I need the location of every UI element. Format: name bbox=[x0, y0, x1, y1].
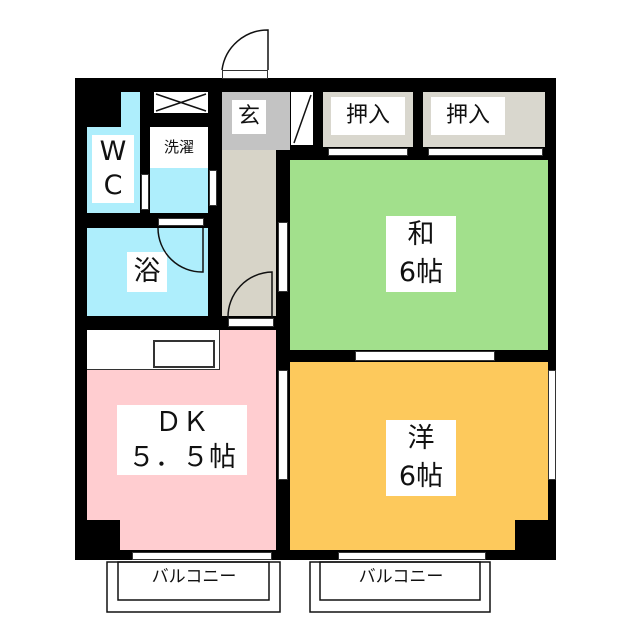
washitsu-label-line1: 和 bbox=[407, 219, 435, 250]
shoe-cabinet-diagonal bbox=[293, 94, 312, 144]
window bbox=[278, 370, 288, 480]
entrance-label: 玄 bbox=[232, 100, 266, 134]
window bbox=[338, 552, 486, 560]
wc-label-line2: C bbox=[103, 170, 123, 201]
dk-label-line1: ＤＫ bbox=[155, 407, 209, 438]
washitsu-label-line2: 6帖 bbox=[398, 257, 444, 288]
window bbox=[428, 148, 543, 156]
storage-x-icon bbox=[155, 93, 207, 112]
balcony-1-inner bbox=[117, 561, 270, 601]
bath-label: 浴 bbox=[127, 252, 167, 292]
kitchen-sink bbox=[153, 340, 215, 368]
balcony-2-inner bbox=[319, 561, 481, 601]
window bbox=[328, 148, 408, 156]
youshitsu-label-line2: 6帖 bbox=[398, 461, 444, 492]
closet-2-label: 押入 bbox=[431, 97, 505, 135]
door-opening bbox=[141, 174, 149, 210]
bath-door-swing bbox=[157, 227, 204, 273]
door-opening bbox=[158, 218, 204, 226]
door-opening bbox=[209, 170, 217, 206]
window bbox=[355, 351, 495, 361]
wall-corner bbox=[515, 520, 548, 550]
door-opening bbox=[222, 70, 268, 79]
laundry-label: 洗濯 bbox=[150, 127, 208, 168]
corridor bbox=[222, 150, 276, 316]
corridor-door-swing bbox=[227, 271, 273, 319]
window bbox=[132, 552, 272, 560]
dk-label: ＤＫ ５．５帖 bbox=[117, 405, 247, 475]
wall-corner bbox=[87, 520, 120, 550]
window bbox=[278, 222, 288, 292]
closet-1-label: 押入 bbox=[331, 97, 405, 135]
balcony-1-label: バルコニー bbox=[151, 567, 237, 587]
dk-label-line2: ５．５帖 bbox=[128, 442, 236, 473]
wc-upper bbox=[121, 92, 140, 132]
youshitsu-label-line1: 洋 bbox=[407, 423, 435, 454]
youshitsu-label: 洋 6帖 bbox=[386, 420, 456, 496]
door-opening bbox=[228, 318, 274, 327]
balcony-2-label: バルコニー bbox=[358, 567, 444, 587]
washitsu-label: 和 6帖 bbox=[386, 216, 456, 292]
wc-label-line1: W bbox=[99, 136, 127, 167]
entry-door-swing bbox=[221, 29, 269, 71]
window bbox=[548, 370, 556, 480]
